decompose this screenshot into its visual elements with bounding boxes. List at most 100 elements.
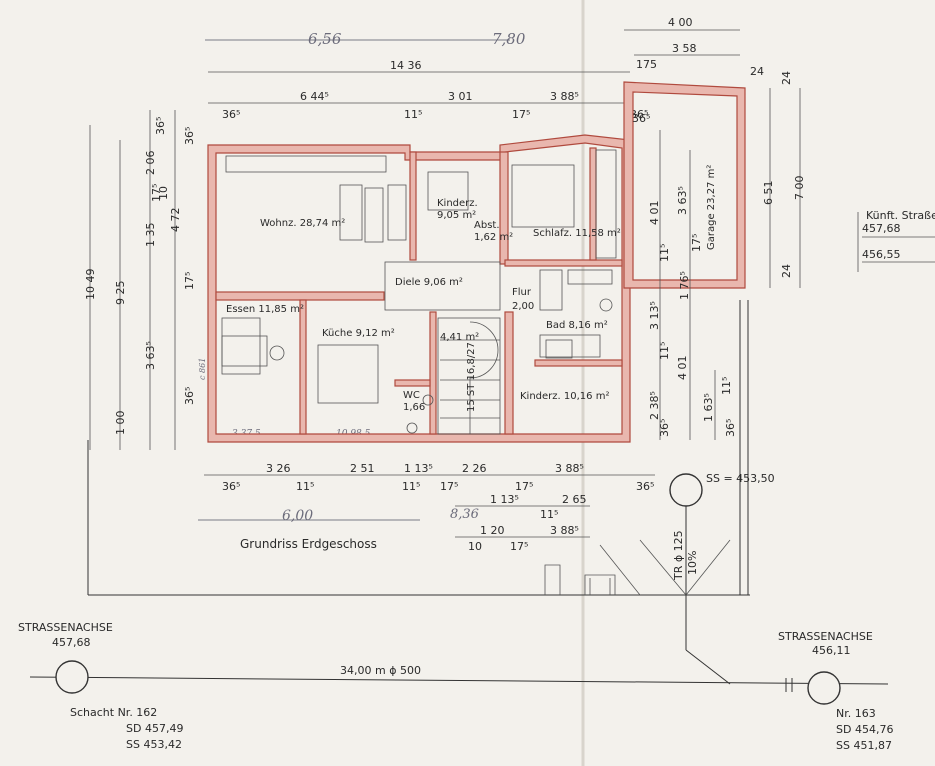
room-wc-1: WC xyxy=(403,390,420,401)
kunft-label: Künft. Straße xyxy=(866,209,935,222)
dim-bot-1135: 1 13⁵ xyxy=(404,462,433,475)
dim-top-115: 11⁵ xyxy=(404,108,422,121)
dim-right-115a: 11⁵ xyxy=(658,244,671,262)
dim-right-115b: 11⁵ xyxy=(658,342,671,360)
room-abstellraum-1: Abst. xyxy=(474,220,500,231)
dim-left-206: 2 06 xyxy=(144,151,157,176)
dim-right-401a: 4 01 xyxy=(648,201,661,226)
room-flur-1: Flur xyxy=(512,287,532,298)
schacht-left-1: Schacht Nr. 162 xyxy=(70,706,157,719)
dim-right-175: 17⁵ xyxy=(690,234,703,252)
road-label-left: STRASSENACHSE xyxy=(18,621,113,634)
dim-bot-120: 1 20 xyxy=(480,524,505,537)
dim-bot-10: 10 xyxy=(468,540,482,553)
dim-bot-175b: 17⁵ xyxy=(515,480,533,493)
ss-label: SS = 453,50 xyxy=(706,472,775,485)
dim-left-365c: 36⁵ xyxy=(183,387,196,405)
dim-bot-365b: 36⁵ xyxy=(636,480,654,493)
dim-top-365a: 36⁵ xyxy=(222,108,240,121)
room-essen: Essen 11,85 m² xyxy=(226,304,304,315)
dim-garage-total: 4 00 xyxy=(668,16,693,29)
plan-title: Grundriss Erdgeschoss xyxy=(240,537,377,551)
schacht-right-2: SD 454,76 xyxy=(836,723,893,736)
room-diele: Diele 9,06 m² xyxy=(395,277,463,288)
sewer-line-label: 34,00 m ϕ 500 xyxy=(340,664,421,677)
right-dimensions: 36⁵ 4 01 3 63⁵ 11⁵ 17⁵ 1 76⁵ 3 13⁵ 11⁵ 4… xyxy=(632,71,806,440)
room-bad: Bad 8,16 m² xyxy=(546,320,608,331)
dim-left-365b: 36⁵ xyxy=(183,127,196,145)
dim-right-3135: 3 13⁵ xyxy=(648,301,661,330)
dim-bot-326: 3 26 xyxy=(266,462,291,475)
dim-g175: 175 xyxy=(636,58,657,71)
dim-left-3635: 3 63⁵ xyxy=(144,341,157,370)
room-kinderzimmer-bottom: Kinderz. 10,16 m² xyxy=(520,391,609,402)
bottom-dimensions: 36⁵ 3 26 11⁵ 2 51 11⁵ 1 13⁵ 17⁵ 2 26 17⁵… xyxy=(204,462,655,553)
kunft-level-1: 457,68 xyxy=(862,222,901,235)
building-walls xyxy=(207,81,746,443)
dim-right-24b: 24 xyxy=(780,264,793,278)
dim-left-10: 10 xyxy=(157,186,170,200)
dim-right-115c: 11⁵ xyxy=(720,377,733,395)
note-600: 6,00 xyxy=(282,508,313,524)
note-c861: c 861 xyxy=(198,358,207,380)
dim-left-175a: 17⁵ xyxy=(150,184,163,202)
furniture xyxy=(221,149,617,434)
dim-right-651: 6 51 xyxy=(762,181,775,206)
dim-right-401b: 4 01 xyxy=(676,356,689,381)
dim-left-135: 1 35 xyxy=(144,223,157,248)
room-wohnzimmer: Wohnz. 28,74 m² xyxy=(260,218,345,229)
site-plan: SS = 453,50 TR ϕ 125 10% STRASSENACHSE 4… xyxy=(18,209,935,752)
room-kinderzimmer-top-2: 9,05 m² xyxy=(437,210,476,221)
dim-bot-115b: 11⁵ xyxy=(402,480,420,493)
room-labels: Wohnz. 28,74 m² Kinderz. 9,05 m² Abst. 1… xyxy=(226,165,717,413)
dim-right-365c: 36⁵ xyxy=(724,419,737,437)
pencil-notes: 6,56 7,80 6,00 8,36 3,37,5 10,98,5 c 861 xyxy=(198,30,526,524)
dim-right-24a: 24 xyxy=(780,71,793,85)
dim-right-700: 7 00 xyxy=(793,176,806,201)
dim-top-388: 3 88⁵ xyxy=(550,90,579,103)
dim-garage-inner: 3 58 xyxy=(672,42,697,55)
pipe-slope: 10% xyxy=(686,551,699,575)
schacht-right-1: Nr. 163 xyxy=(836,707,876,720)
dim-bot-175a: 17⁵ xyxy=(440,480,458,493)
dim-g24: 24 xyxy=(750,65,764,78)
manhole-left-icon xyxy=(55,660,89,694)
road-level-right: 456,11 xyxy=(812,644,851,657)
dim-left-100: 1 00 xyxy=(114,411,127,436)
schacht-left-3: SS 453,42 xyxy=(126,738,182,751)
note-780: 7,80 xyxy=(492,30,526,48)
dim-bot-1135b: 1 13⁵ xyxy=(490,493,519,506)
room-flur-2: 2,00 xyxy=(512,301,534,312)
dim-total-width: 14 36 xyxy=(390,59,422,72)
dim-bot-226: 2 26 xyxy=(462,462,487,475)
dim-right-3635: 3 63⁵ xyxy=(676,186,689,215)
room-garage: Garage 23,27 m² xyxy=(706,165,717,250)
note-656: 6,56 xyxy=(308,30,342,48)
schacht-left-2: SD 457,49 xyxy=(126,722,183,735)
top-dimensions: 4 00 3 58 175 24 14 36 36⁵ 6 44⁵ 11⁵ 3 0… xyxy=(208,16,764,121)
dim-left-175b: 17⁵ xyxy=(183,272,196,290)
stair xyxy=(384,261,501,435)
dim-bot-265: 2 65 xyxy=(562,493,587,506)
room-abstellraum-2: 1,62 m² xyxy=(474,232,513,243)
dim-right-2385: 2 38⁵ xyxy=(648,391,661,420)
dim-top-175: 17⁵ xyxy=(512,108,530,121)
dim-bot-115a: 11⁵ xyxy=(296,480,314,493)
dim-bot-388b: 3 88⁵ xyxy=(550,524,579,537)
room-kueche: Küche 9,12 m² xyxy=(322,328,395,339)
dim-bot-251: 2 51 xyxy=(350,462,375,475)
room-stair-spec: 15 ST 16,8/27 xyxy=(466,342,477,412)
left-dimensions: 10 49 9 25 36⁵ 2 06 17⁵ 10 1 35 4 72 17⁵… xyxy=(84,110,196,450)
dim-right-1765: 1 76⁵ xyxy=(678,271,691,300)
dim-right-365: 36⁵ xyxy=(632,112,650,125)
dim-left-total: 10 49 xyxy=(84,269,97,301)
dim-left-472: 4 72 xyxy=(169,208,182,233)
dim-left-925: 9 25 xyxy=(114,281,127,306)
dim-bot-365a: 36⁵ xyxy=(222,480,240,493)
dim-bot-175c: 17⁵ xyxy=(510,540,528,553)
dim-right-1635: 1 63⁵ xyxy=(702,393,715,422)
note-836: 8,36 xyxy=(450,507,479,522)
dim-top-365b: 36⁵ xyxy=(630,108,648,121)
road-label-right: STRASSENACHSE xyxy=(778,630,873,643)
